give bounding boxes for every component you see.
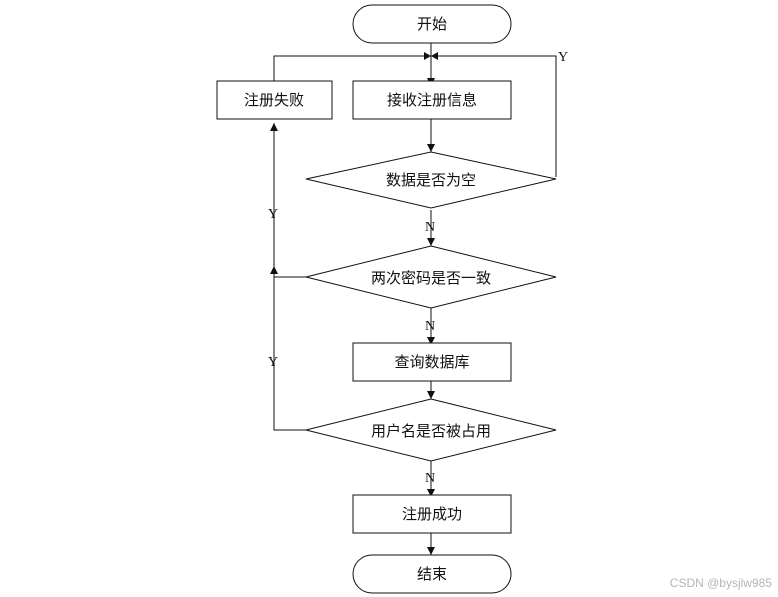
- arrowhead-right: [424, 52, 431, 60]
- node-start: 开始: [352, 4, 512, 44]
- decision-shape: [305, 245, 557, 309]
- arrowhead-down: [427, 238, 435, 246]
- arrowhead-down: [427, 391, 435, 399]
- terminator-shape: [352, 4, 512, 44]
- node-check-empty: 数据是否为空: [305, 151, 557, 209]
- connectors: [273, 43, 557, 555]
- arrowheads: [270, 52, 438, 555]
- success-label: 注册成功: [402, 505, 462, 523]
- check-username-label: 用户名是否被占用: [371, 422, 491, 440]
- edge-empty-yes-loop: [431, 55, 557, 177]
- process-shape: [352, 80, 512, 120]
- node-check-password: 两次密码是否一致: [305, 245, 557, 309]
- start-label: 开始: [417, 15, 447, 33]
- node-fail: 注册失败: [216, 80, 333, 120]
- check-password-label: 两次密码是否一致: [371, 269, 491, 287]
- edge-fail-to-loop: [273, 55, 431, 86]
- empty-yes-label: Y: [558, 50, 568, 65]
- node-query-db: 查询数据库: [352, 342, 512, 382]
- node-end: 结束: [352, 554, 512, 594]
- receive-label: 接收注册信息: [387, 91, 477, 109]
- password-yes-label: Y: [268, 207, 278, 222]
- arrowhead-left: [431, 52, 438, 60]
- edge-password-yes: [273, 123, 306, 278]
- fail-label: 注册失败: [244, 91, 304, 109]
- arrowhead-down: [427, 547, 435, 555]
- username-no-label: N: [425, 471, 435, 486]
- process-shape: [216, 80, 333, 120]
- username-yes-label: Y: [268, 355, 278, 370]
- decision-shape: [305, 151, 557, 209]
- check-empty-label: 数据是否为空: [386, 171, 476, 189]
- process-shape: [352, 494, 512, 534]
- node-success: 注册成功: [352, 494, 512, 534]
- arrowhead-up: [270, 266, 278, 274]
- node-receive: 接收注册信息: [352, 80, 512, 120]
- empty-no-label: N: [425, 220, 435, 235]
- node-check-username: 用户名是否被占用: [305, 398, 557, 462]
- arrowhead-down: [427, 489, 435, 497]
- arrowhead-up: [270, 123, 278, 131]
- process-shape: [352, 342, 512, 382]
- end-label: 结束: [417, 565, 447, 583]
- watermark-text: CSDN @bysjlw985: [670, 576, 773, 590]
- decision-shape: [305, 398, 557, 462]
- arrowhead-down: [427, 144, 435, 152]
- password-no-label: N: [425, 319, 435, 334]
- arrowhead-down: [427, 337, 435, 345]
- query-db-label: 查询数据库: [394, 353, 469, 371]
- terminator-shape: [352, 554, 512, 594]
- edge-username-yes: [273, 272, 306, 431]
